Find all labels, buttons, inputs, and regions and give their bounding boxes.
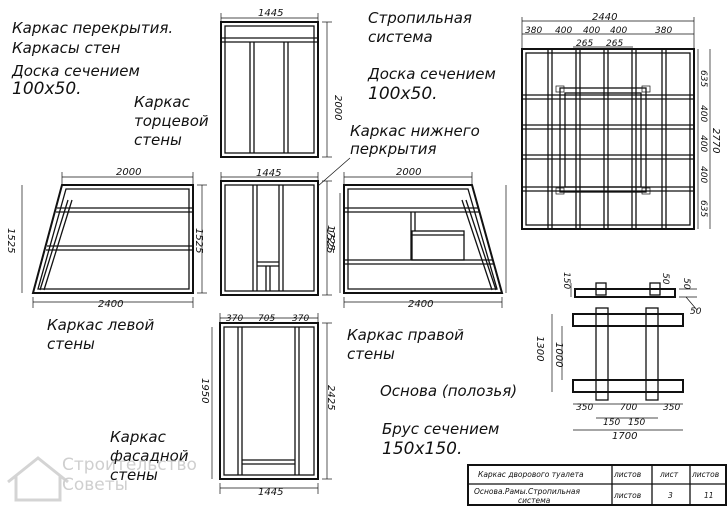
board-section-line2: 100х50. xyxy=(12,79,82,99)
lower-floor-line2: перкрытия xyxy=(350,140,437,158)
beam-section-line1: Брус сечением xyxy=(382,420,499,438)
right-wall-top: 2000 xyxy=(396,167,421,178)
end-wall-line2: торцевой xyxy=(134,112,209,130)
end-wall-width-label: 1445 xyxy=(258,8,283,19)
notes-end-wall: Каркас торцевой стены xyxy=(134,93,209,149)
base-runners-frame: 150 50 50 50 1300 1000 350 700 350 150 1… xyxy=(534,272,702,442)
left-wall-top: 2000 xyxy=(116,167,141,178)
title-block: Каркас дворового туалета листов лист лис… xyxy=(467,464,727,506)
rafter-seg-5: 380 xyxy=(655,26,672,36)
title-row1-col1: листов xyxy=(613,470,641,479)
facade-line2: фасадной xyxy=(110,447,189,465)
end-wall-frame: 1445 2000 xyxy=(220,8,343,158)
rafter-seg-4: 400 xyxy=(610,26,627,36)
base-top-50a: 50 xyxy=(660,273,670,285)
facade-seg-3: 370 xyxy=(292,314,309,324)
rafter-right-3: 400 xyxy=(698,135,708,152)
rafter-right-1: 635 xyxy=(698,70,708,87)
left-wall-line2: стены xyxy=(47,335,95,353)
rafter-verticals xyxy=(547,49,667,229)
base-seg-3: 350 xyxy=(663,403,680,413)
title-row2-col1: листов xyxy=(613,491,641,500)
base-h-1300: 1300 xyxy=(534,336,545,361)
base-top-50b: 50 xyxy=(681,278,691,290)
frames-title-line1: Каркас перекрытия. xyxy=(12,19,173,37)
rafter-seg-1: 380 xyxy=(525,26,542,36)
title-row2-sheets: 11 xyxy=(704,491,714,500)
end-wall-line1: Каркас xyxy=(134,93,191,111)
title-row2-sheet: 3 xyxy=(668,491,673,500)
lower-floor-width: 1445 xyxy=(256,168,281,179)
frames-title-line2: Каркасы стен xyxy=(12,39,121,57)
beam-section-line2: 150х150. xyxy=(382,439,462,459)
left-wall-frame: 2000 1525 1525 2400 xyxy=(5,167,207,310)
facade-line1: Каркас xyxy=(110,428,167,446)
rafter-seg-3: 400 xyxy=(583,26,600,36)
title-row2-line1: Основа.Рамы.Стропильная xyxy=(474,487,580,496)
watermark: Строительство Советы xyxy=(7,455,197,502)
left-wall-bottom: 2400 xyxy=(98,299,123,310)
facade-height-right: 2425 xyxy=(325,385,336,410)
base-runners-label: Основа (полозья) xyxy=(380,382,517,400)
end-wall-height-label: 2000 xyxy=(332,95,343,120)
rafter-line1: Стропильная xyxy=(368,9,472,27)
title-row2-line2: система xyxy=(518,496,551,505)
base-inner-2: 150 xyxy=(628,418,645,428)
left-wall-height: 1525 xyxy=(5,228,16,253)
facade-height-left: 1950 xyxy=(199,378,210,403)
base-top-50c: 50 xyxy=(690,307,702,317)
rafter-inner-2: 265 xyxy=(606,39,623,49)
notes-top-left: Каркас перекрытия. Каркасы стен Доска се… xyxy=(11,19,173,99)
rafter-line2: система xyxy=(368,28,433,46)
base-inner-1: 150 xyxy=(603,418,620,428)
title-row1-col3: листов xyxy=(691,470,719,479)
right-wall-bottom: 2400 xyxy=(408,299,433,310)
watermark-line2: Советы xyxy=(62,475,128,495)
base-top-150: 150 xyxy=(561,272,571,289)
title-row1-col2: лист xyxy=(659,470,679,479)
notes-rafter: Стропильная система Доска сечением 100х5… xyxy=(317,9,496,187)
right-wall-line2: стены xyxy=(347,345,395,363)
facade-seg-1: 370 xyxy=(226,314,243,324)
facade-line3: стены xyxy=(110,466,158,484)
base-seg-2: 700 xyxy=(620,403,637,413)
facade-seg-2: 705 xyxy=(258,314,275,324)
base-total: 1700 xyxy=(612,431,637,442)
lower-floor-frame: 1445 1725 xyxy=(220,168,336,296)
lower-floor-line1: Каркас нижнего xyxy=(350,122,480,140)
base-h-1000: 1000 xyxy=(553,342,564,367)
board-section-line1: Доска сечением xyxy=(11,62,140,80)
rafter-right-2: 400 xyxy=(698,105,708,122)
notes-walls: Каркас левой стены Каркас правой стены О… xyxy=(47,316,517,484)
facade-bottom: 1445 xyxy=(258,487,283,498)
facade-wall-frame: 370 705 370 1950 2425 1445 xyxy=(199,313,336,498)
rafter-inner-1: 265 xyxy=(576,39,593,49)
left-wall-height-right: 1525 xyxy=(193,228,204,253)
rafter-system-frame: 2440 380 400 400 400 380 265 265 635 xyxy=(521,12,721,230)
right-wall-frame: 2000 1525 2400 xyxy=(324,167,507,310)
title-row1: Каркас дворового туалета xyxy=(478,470,584,479)
base-seg-1: 350 xyxy=(576,403,593,413)
right-wall-line1: Каркас правой xyxy=(347,326,464,344)
board-section2-line2: 100х50. xyxy=(368,84,438,104)
rafter-seg-2: 400 xyxy=(555,26,572,36)
watermark-line1: Строительство xyxy=(62,455,197,475)
board-section2-line1: Доска сечением xyxy=(367,65,496,83)
rafter-total-width: 2440 xyxy=(592,12,617,23)
right-wall-height: 1525 xyxy=(324,228,335,253)
end-wall-line3: стены xyxy=(134,131,182,149)
lower-floor-height: 1725 xyxy=(325,225,336,250)
rafter-right-5: 635 xyxy=(698,200,708,217)
rafter-height: 2770 xyxy=(710,128,721,153)
rafter-right-4: 400 xyxy=(698,166,708,183)
left-wall-line1: Каркас левой xyxy=(47,316,154,334)
house-logo-icon xyxy=(7,456,69,502)
